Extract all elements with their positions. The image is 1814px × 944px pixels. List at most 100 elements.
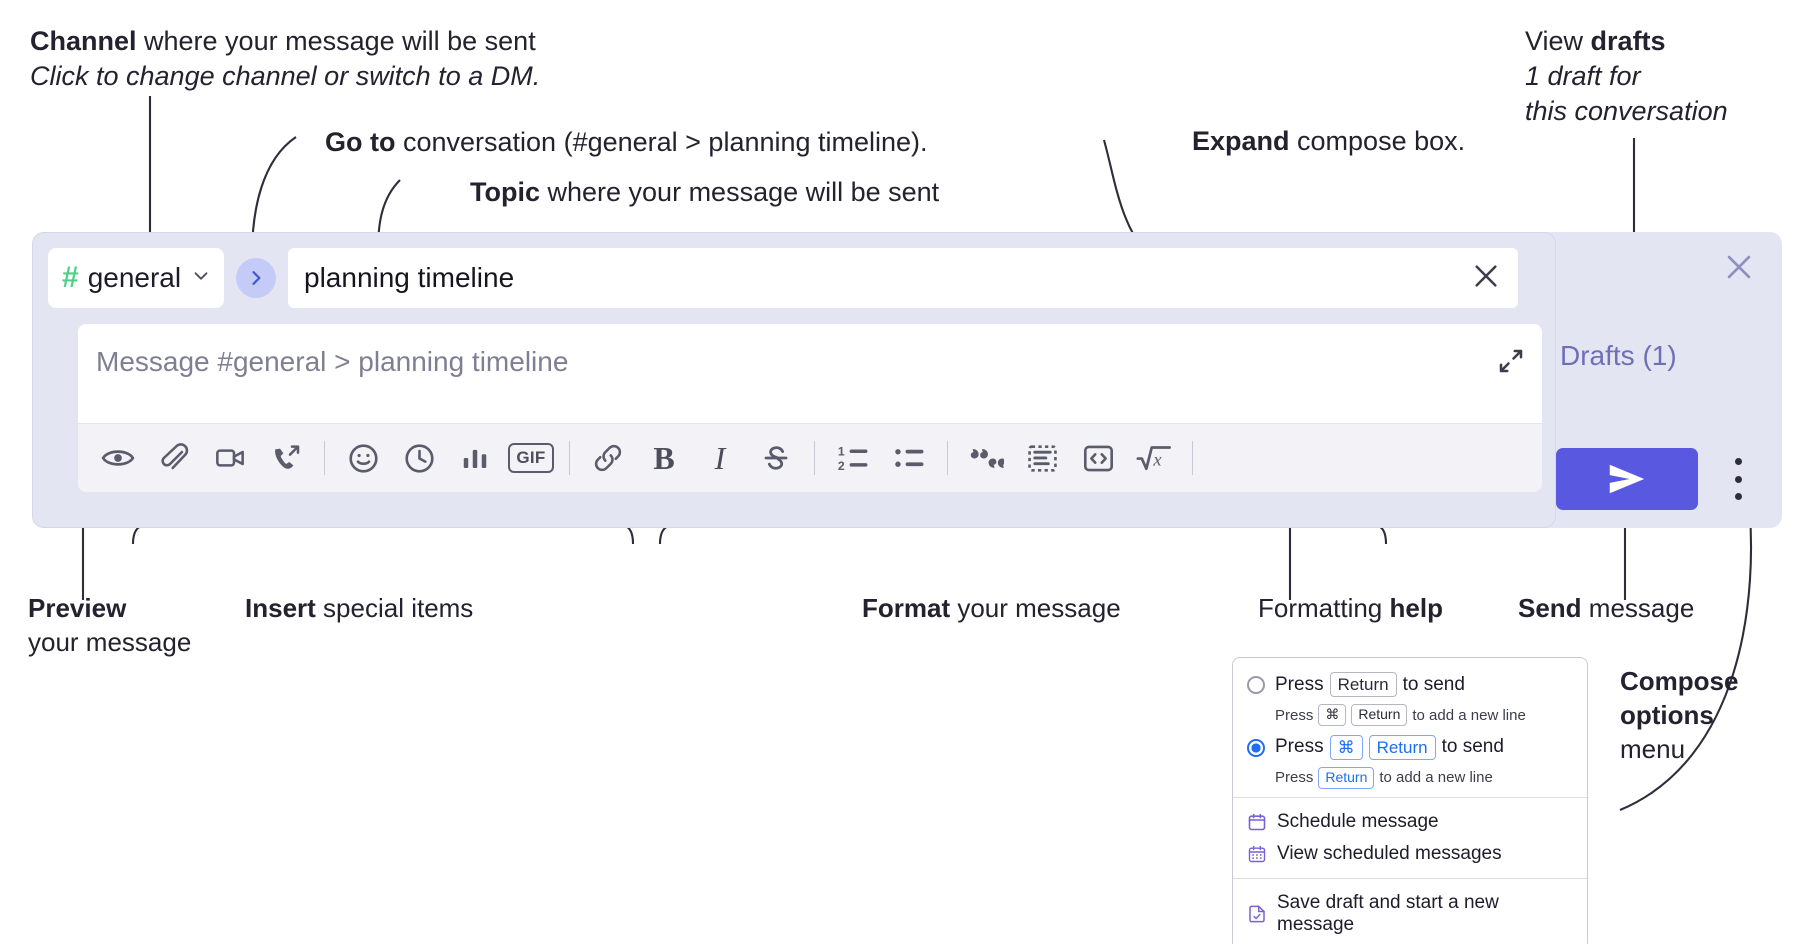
svg-text:1: 1 <box>838 444 845 458</box>
annotation-drafts-pre: View <box>1525 26 1591 56</box>
channel-name: general <box>87 262 182 293</box>
gif-icon[interactable]: GIF <box>503 430 559 486</box>
kebab-dot <box>1734 458 1742 465</box>
radio-main-post: to send <box>1441 736 1504 758</box>
channel-selector[interactable]: # general <box>48 248 224 308</box>
annotation-topic-bold: Topic <box>470 177 540 207</box>
annotation-goto-bold: Go to <box>325 127 396 157</box>
annotation-goto: Go to conversation (#general > planning … <box>325 125 1045 160</box>
radio-main-pre: Press <box>1275 673 1324 695</box>
key-return: Return <box>1329 672 1397 698</box>
help-icon[interactable] <box>1203 430 1259 486</box>
key-return: Return <box>1368 734 1436 760</box>
close-icon[interactable] <box>1722 250 1756 284</box>
menu-radio-sub: Press ⌘ Return to add a new line <box>1233 704 1587 726</box>
menu-item-label: Schedule message <box>1277 810 1439 832</box>
menu-item-label: View scheduled messages <box>1277 842 1502 864</box>
annotation-preview: Preview your message <box>28 592 258 660</box>
toolbar-separator <box>947 441 948 475</box>
annotation-send-rest: message <box>1581 593 1695 623</box>
annotation-expand-bold: Expand <box>1192 126 1290 156</box>
compose-widget: # general planning timeline Message #gen… <box>32 232 1782 528</box>
annotation-channel-italic: Click to change channel or switch to a D… <box>30 61 541 92</box>
audio-call-icon[interactable] <box>258 430 314 486</box>
go-to-conversation-button[interactable] <box>236 258 276 298</box>
annotation-preview-rest: your message <box>28 626 192 657</box>
message-placeholder: Message #general > planning timeline <box>96 346 569 377</box>
annotation-send-bold: Send <box>1518 593 1582 623</box>
annotation-compose-line2: options <box>1620 699 1714 730</box>
menu-divider <box>1233 877 1587 879</box>
key-return: Return <box>1318 767 1375 789</box>
annotation-drafts-bold: drafts <box>1590 26 1666 56</box>
blockquote-icon[interactable] <box>958 430 1014 486</box>
annotation-format-rest: your message <box>950 593 1121 623</box>
annotation-channel-bold: Channel <box>30 26 137 56</box>
menu-divider <box>1233 796 1587 798</box>
key-command: ⌘ <box>1329 734 1363 760</box>
toolbar-separator <box>324 441 325 475</box>
annotation-compose-line1: Compose <box>1620 666 1739 696</box>
menu-item-save-draft[interactable]: Save draft and start a new message <box>1233 887 1587 944</box>
kebab-dot <box>1734 475 1742 483</box>
annotation-formatting-help: Formatting help <box>1258 592 1518 626</box>
message-input[interactable]: Message #general > planning timeline <box>78 324 1542 424</box>
annotation-compose-options: Compose options menu <box>1620 665 1814 766</box>
attachment-icon[interactable] <box>146 430 202 486</box>
bulleted-list-icon[interactable] <box>881 430 937 486</box>
toolbar-separator <box>1192 441 1193 475</box>
topic-value: planning timeline <box>304 262 515 293</box>
key-return: Return <box>1351 704 1408 726</box>
sub-pre: Press <box>1275 706 1314 724</box>
annotation-drafts: View drafts 1 draft for this conversatio… <box>1525 24 1814 129</box>
radio-cmd-return-to-send[interactable] <box>1247 738 1265 757</box>
math-icon[interactable]: x <box>1126 430 1182 486</box>
annotation-compose-line3: menu <box>1620 733 1686 764</box>
annotation-drafts-italic1: 1 draft for <box>1525 61 1641 92</box>
emoji-icon[interactable] <box>335 430 391 486</box>
menu-item-label: Save draft and start a new message <box>1277 891 1499 935</box>
annotation-goto-rest: conversation (#general > planning timeli… <box>395 127 928 157</box>
expand-icon[interactable] <box>1496 346 1526 381</box>
sub-post: to add a new line <box>1379 769 1493 787</box>
formatting-toolbar: GIF B I 1 2 <box>78 424 1542 492</box>
annotation-insert-bold: Insert <box>245 593 316 623</box>
code-block-icon[interactable] <box>1014 430 1070 486</box>
calendar-icon <box>1247 812 1267 832</box>
clock-icon[interactable] <box>391 430 447 486</box>
ordered-list-icon[interactable]: 1 2 <box>825 430 881 486</box>
compose-options-menu-button[interactable] <box>1727 452 1749 506</box>
svg-text:x: x <box>1152 449 1162 469</box>
annotation-drafts-italic2: this conversation <box>1525 96 1728 127</box>
annotation-format-bold: Format <box>862 593 951 623</box>
menu-item-schedule-message[interactable]: Schedule message <box>1233 806 1587 838</box>
hash-icon: # <box>62 261 79 294</box>
strikethrough-icon[interactable] <box>748 430 804 486</box>
video-icon[interactable] <box>202 430 258 486</box>
topic-input[interactable]: planning timeline <box>288 248 1518 308</box>
drafts-link[interactable]: Drafts (1) <box>1560 340 1677 371</box>
annotation-topic-rest: where your message will be sent <box>540 177 940 207</box>
annotation-insert-rest: special items <box>315 593 474 623</box>
menu-item-view-scheduled[interactable]: View scheduled messages <box>1233 838 1587 870</box>
link-icon[interactable] <box>580 430 636 486</box>
menu-radio-option[interactable]: Press Return to send <box>1233 668 1587 701</box>
poll-icon[interactable] <box>447 430 503 486</box>
sub-post: to add a new line <box>1412 706 1526 724</box>
compose-options-menu: Press Return to send Press ⌘ Return to a… <box>1232 657 1588 944</box>
annotation-expand-rest: compose box. <box>1289 126 1466 156</box>
menu-radio-option[interactable]: Press ⌘ Return to send <box>1233 731 1587 764</box>
annotation-help-bold: help <box>1389 593 1443 623</box>
bold-icon[interactable]: B <box>653 439 675 476</box>
preview-icon[interactable] <box>90 430 146 486</box>
italic-icon[interactable]: I <box>714 439 726 476</box>
annotation-channel: Channel where your message will be sent … <box>30 24 650 94</box>
chevron-down-icon <box>190 265 212 292</box>
inline-code-icon[interactable] <box>1070 430 1126 486</box>
clear-topic-icon[interactable] <box>1470 260 1502 297</box>
annotation-insert: Insert special items <box>245 592 645 626</box>
send-button[interactable] <box>1556 448 1698 510</box>
radio-main-pre: Press <box>1275 736 1324 758</box>
radio-return-to-send[interactable] <box>1247 676 1265 694</box>
